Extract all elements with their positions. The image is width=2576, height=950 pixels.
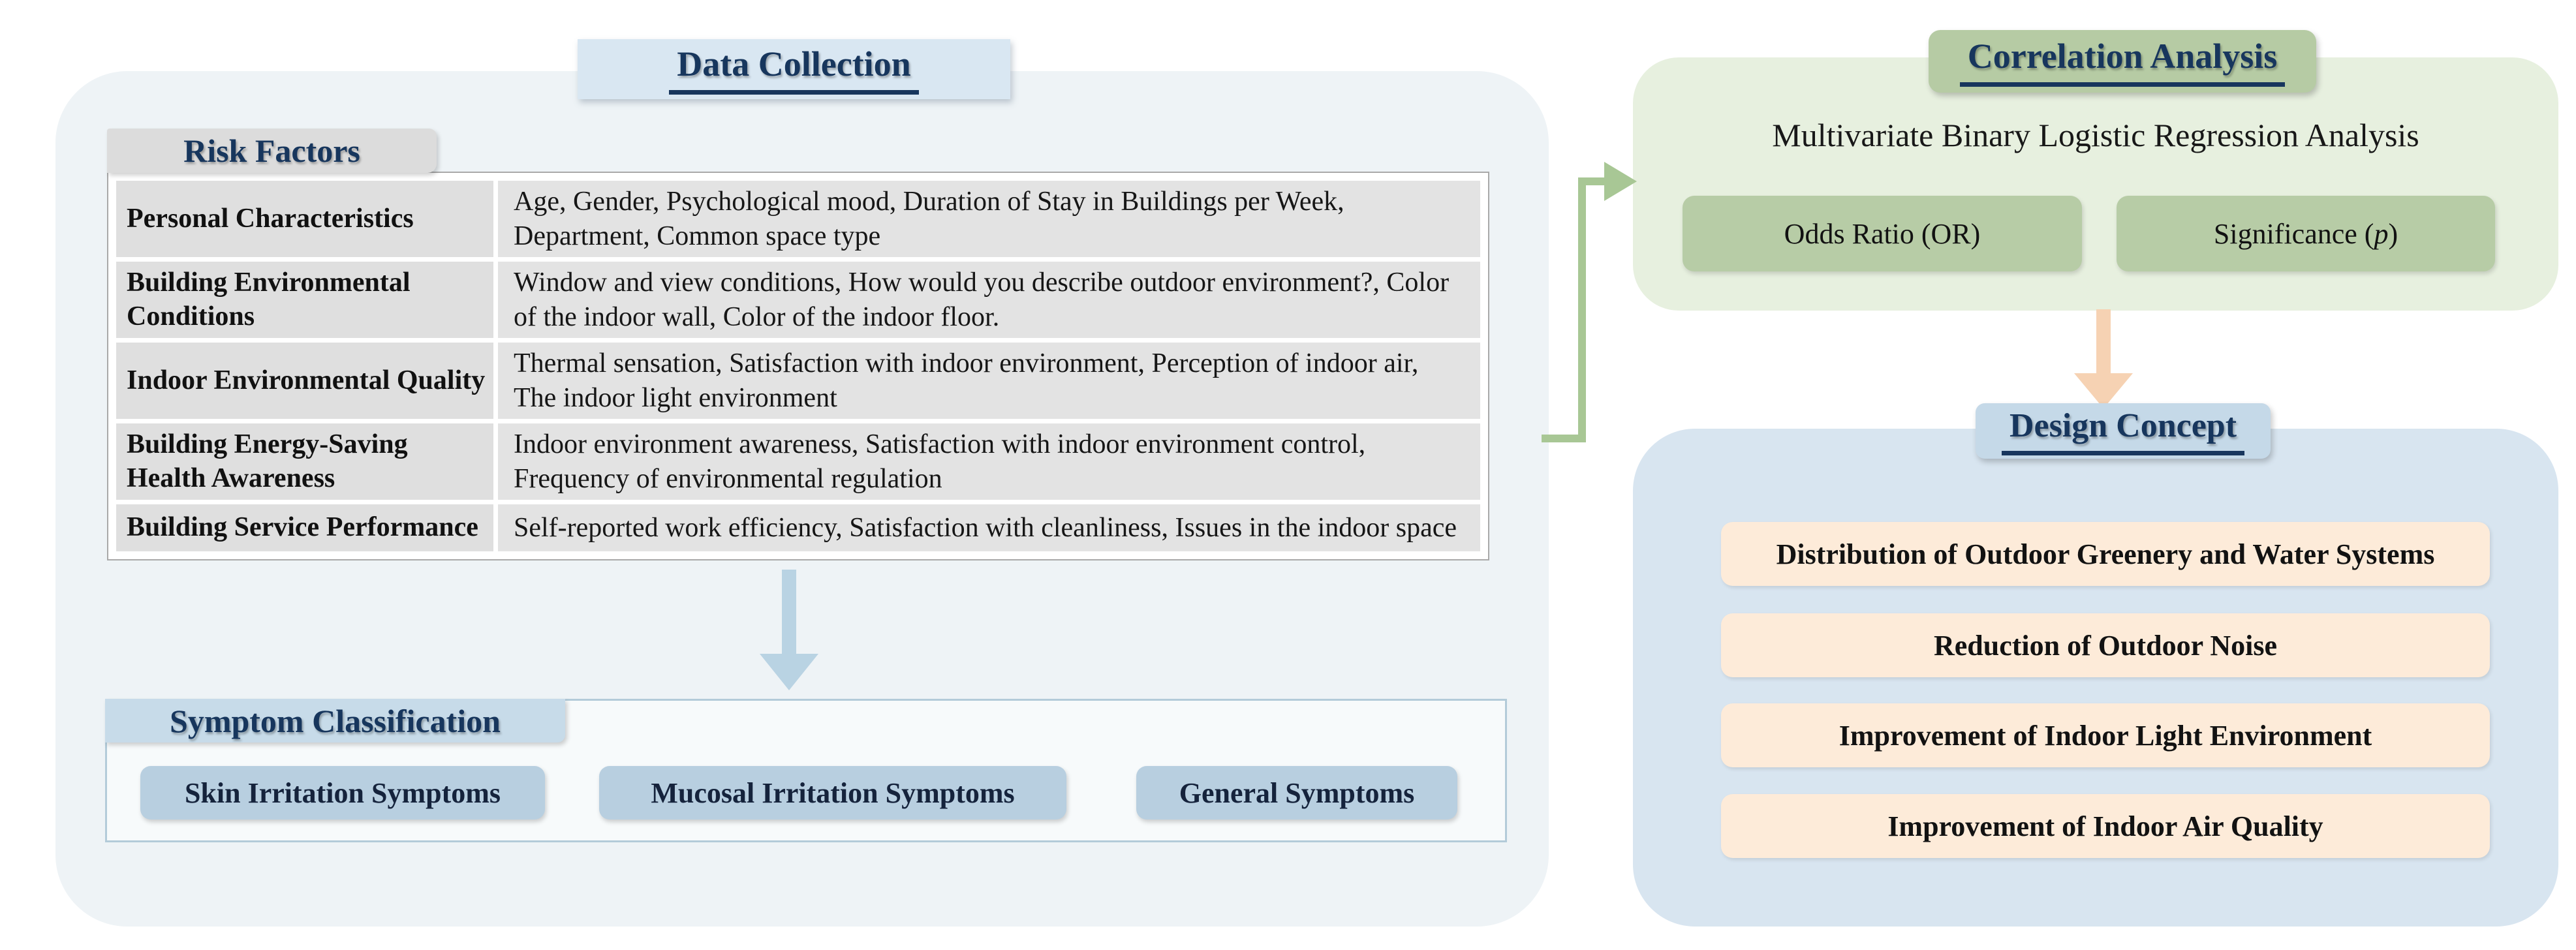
symptom-skin-irritation: Skin Irritation Symptoms: [140, 766, 545, 820]
data-collection-title-text: Data Collection: [669, 44, 919, 95]
risk-items-indoor-env-quality: Thermal sensation, Satisfaction with ind…: [498, 343, 1480, 419]
correlation-analysis-panel: [1633, 57, 2558, 311]
data-collection-title: Data Collection: [578, 39, 1010, 99]
risk-items-energy-saving: Indoor environment awareness, Satisfacti…: [498, 423, 1480, 500]
significance-p-variable: p: [2374, 217, 2389, 250]
correlation-analysis-title-text: Correlation Analysis: [1959, 36, 2286, 87]
risk-factors-tab: Risk Factors: [107, 129, 437, 173]
symptom-mucosal-irritation: Mucosal Irritation Symptoms: [599, 766, 1066, 820]
risk-factors-table: Personal Characteristics Age, Gender, Ps…: [107, 172, 1489, 560]
odds-ratio-box: Odds Ratio (OR): [1683, 196, 2082, 271]
risk-items-service-performance: Self-reported work efficiency, Satisfact…: [498, 504, 1480, 551]
elbow-arrow-head-icon: [1604, 162, 1637, 201]
down-arrow-head-icon: [760, 654, 818, 690]
symptom-classification-tab: Symptom Classification: [105, 699, 565, 743]
regression-method-label: Multivariate Binary Logistic Regression …: [1772, 117, 2419, 153]
risk-category-building-env: Building Environmental Conditions: [116, 262, 493, 338]
risk-category-service-performance: Building Service Performance: [116, 504, 493, 551]
significance-prefix: Significance (: [2213, 217, 2374, 250]
down-arrow-icon: [782, 570, 796, 656]
significance-suffix: ): [2388, 217, 2398, 250]
correlation-analysis-title: Correlation Analysis: [1929, 30, 2316, 93]
elbow-arrow-icon: [1542, 435, 1586, 442]
strategy-outdoor-greenery-water: Distribution of Outdoor Greenery and Wat…: [1721, 522, 2490, 586]
significance-box: Significance (p): [2117, 196, 2495, 271]
symptom-general: General Symptoms: [1136, 766, 1457, 820]
strategy-indoor-light: Improvement of Indoor Light Environment: [1721, 703, 2490, 767]
design-concept-title-text: Design Concept: [2001, 406, 2245, 455]
design-concept-title: Design Concept: [1976, 403, 2271, 459]
risk-items-building-env: Window and view conditions, How would yo…: [498, 262, 1480, 338]
peach-down-arrow-head-icon: [2074, 373, 2133, 408]
risk-category-energy-saving: Building Energy-Saving Health Awareness: [116, 423, 493, 500]
elbow-arrow-top-icon: [1578, 177, 1608, 185]
risk-category-indoor-env-quality: Indoor Environmental Quality: [116, 343, 493, 419]
elbow-arrow-vertical-icon: [1578, 177, 1586, 442]
strategy-outdoor-noise: Reduction of Outdoor Noise: [1721, 613, 2490, 677]
risk-category-personal: Personal Characteristics: [116, 181, 493, 257]
risk-factors-title-text: Risk Factors: [183, 132, 360, 169]
risk-items-personal: Age, Gender, Psychological mood, Duratio…: [498, 181, 1480, 257]
strategy-indoor-air-quality: Improvement of Indoor Air Quality: [1721, 794, 2490, 858]
symptom-classification-title-text: Symptom Classification: [170, 702, 501, 739]
peach-down-arrow-icon: [2096, 309, 2111, 375]
